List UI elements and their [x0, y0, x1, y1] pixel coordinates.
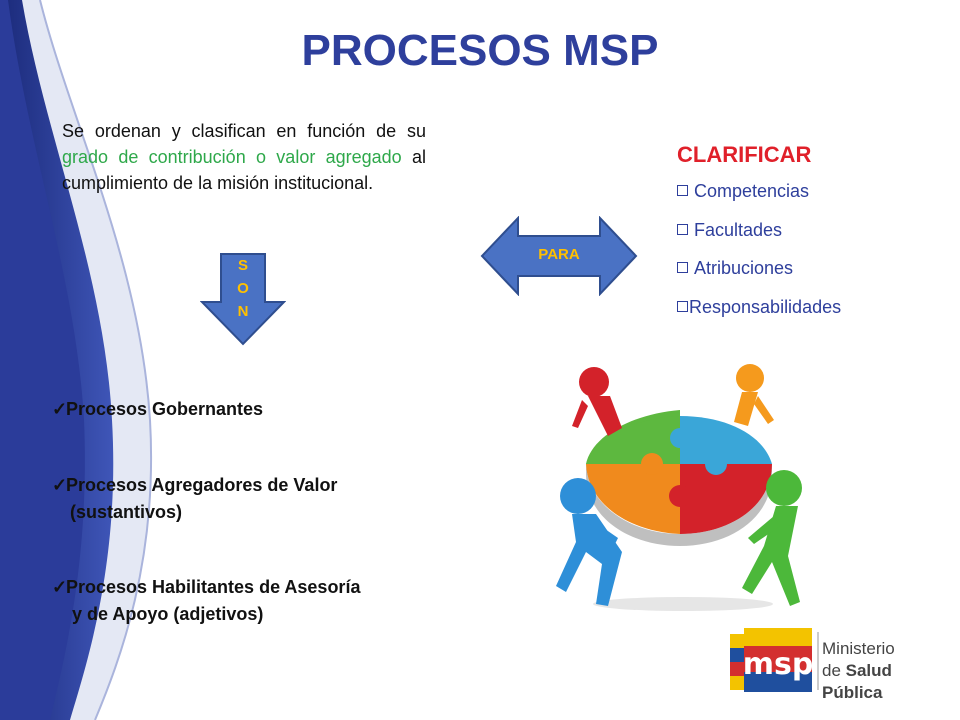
process-subline: y de Apoyo (adjetivos): [72, 604, 264, 624]
checkbox-icon: [677, 300, 688, 312]
son-letter-n: N: [237, 303, 249, 320]
checkbox-icon: [677, 261, 688, 273]
clarificar-title: CLARIFICAR: [677, 142, 812, 167]
intro-text-start: Se ordenan y clasifican en función de su: [62, 121, 426, 141]
logo-line2-bold: Salud Pública: [822, 661, 892, 702]
double-arrow-icon: [480, 216, 638, 296]
msp-logo-mark: msp: [730, 628, 819, 692]
slide-title: PROCESOS MSP: [301, 26, 659, 75]
clarificar-item: Facultades: [677, 219, 782, 241]
para-arrow-label: PARA: [538, 246, 580, 263]
son-letter-o: O: [237, 280, 249, 297]
process-item: ✓Procesos Habilitantes de Asesoría y de …: [52, 574, 360, 628]
logo-ministry-text: Ministerio de Salud Pública: [822, 638, 942, 704]
intro-text-end: al cumplimiento de la misión institucion…: [62, 147, 426, 193]
process-subline: (sustantivos): [70, 502, 183, 522]
logo-line2: de Salud Pública: [822, 660, 942, 704]
son-arrow-label: S O N: [228, 254, 258, 323]
check-icon: ✓: [52, 399, 68, 419]
check-icon: ✓: [52, 475, 68, 495]
clarificar-item: Atribuciones: [677, 257, 793, 279]
clarificar-item-label: Facultades: [694, 220, 783, 240]
process-item: ✓Procesos Agregadores de Valor (sustanti…: [52, 472, 337, 526]
process-line: Procesos Agregadores de Valor: [66, 475, 338, 495]
process-line: Procesos Habilitantes de Asesoría: [66, 577, 361, 597]
logo-line2-prefix: de: [822, 661, 846, 680]
intro-highlight: grado de contribución o valor agregado: [62, 147, 402, 167]
clarificar-item-label: Responsabilidades: [689, 297, 842, 317]
check-icon: ✓: [52, 577, 68, 597]
process-line: Procesos Gobernantes: [66, 399, 264, 419]
clarificar-item: Competencias: [677, 180, 809, 202]
process-item: ✓Procesos Gobernantes: [52, 396, 263, 423]
checkbox-icon: [677, 223, 688, 235]
down-arrow-icon: [200, 253, 286, 346]
msp-logo: msp Ministerio de Salud Pública: [728, 626, 942, 702]
intro-paragraph: Se ordenan y clasifican en función de su…: [62, 118, 426, 196]
puzzle-team-illustration: [556, 364, 802, 611]
son-letter-s: S: [237, 257, 248, 274]
checkbox-icon: [677, 184, 688, 196]
clarificar-item-label: Atribuciones: [694, 258, 794, 278]
logo-line1: Ministerio: [822, 639, 895, 658]
clarificar-item: Responsabilidades: [677, 296, 841, 318]
logo-msp-text: msp: [743, 647, 814, 682]
clarificar-item-label: Competencias: [694, 181, 810, 201]
